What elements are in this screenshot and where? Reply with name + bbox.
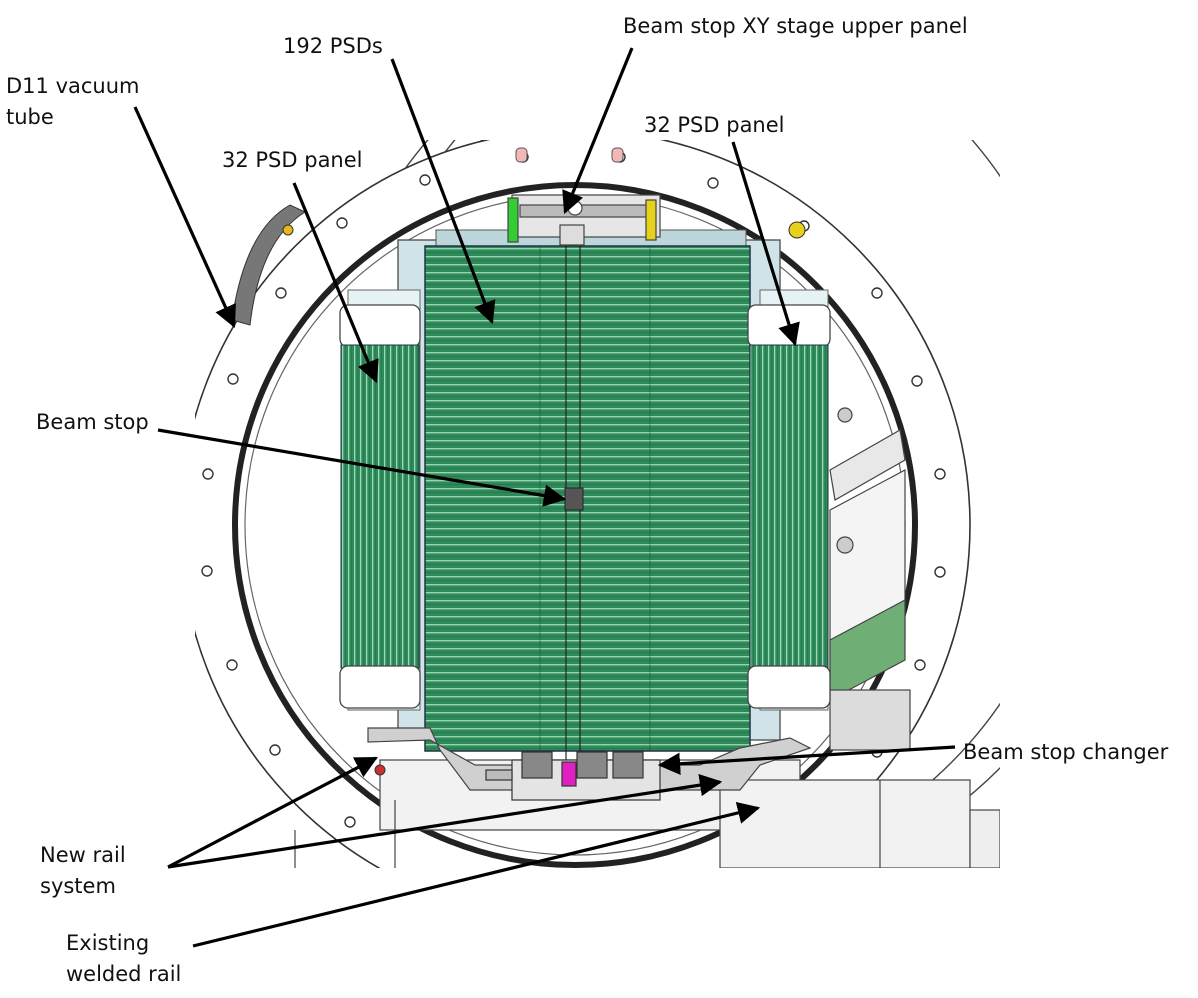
pink-marker xyxy=(611,147,624,163)
arrow-beam-stop xyxy=(157,428,567,507)
arrow-right-panel xyxy=(731,141,800,347)
pink-marker xyxy=(515,147,528,163)
central-psd-array xyxy=(424,245,751,752)
arrow-xy-stage xyxy=(562,47,634,215)
label-beam-stop-changer: Beam stop changer xyxy=(963,740,1169,764)
arrow-new-rail-left xyxy=(167,756,378,869)
left-psd-panel xyxy=(339,289,421,711)
arrow-existing-rail xyxy=(192,801,761,948)
callout-arrows xyxy=(133,47,956,948)
cad-drawing xyxy=(195,140,1000,868)
label-left-psd-panel: 32 PSD panel xyxy=(222,148,363,172)
label-beam-stop-xy: Beam stop XY stage upper panel xyxy=(623,14,968,38)
beam-stop-block xyxy=(564,487,584,511)
label-existing-rail-line1: Existing xyxy=(66,931,150,955)
label-192-psds: 192 PSDs xyxy=(283,34,383,58)
beam-stop-changer xyxy=(485,751,661,801)
label-existing-rail-line2: welded rail xyxy=(66,962,182,986)
label-d11-tube-line2: tube xyxy=(6,105,54,129)
label-right-psd-panel: 32 PSD panel xyxy=(644,113,785,137)
label-new-rail-line2: system xyxy=(40,874,116,898)
arrow-new-rail-right xyxy=(167,773,723,869)
arrow-beam-stop-changer xyxy=(657,745,956,775)
arrow-left-panel xyxy=(292,182,379,384)
arrow-d11-tube xyxy=(133,106,236,329)
label-beam-stop: Beam stop xyxy=(36,410,149,434)
right-psd-panel xyxy=(747,289,831,711)
rail-structure xyxy=(829,407,911,751)
xy-stage xyxy=(507,194,661,246)
label-d11-tube-line1: D11 vacuum xyxy=(6,74,140,98)
arrow-192-psds xyxy=(390,58,496,325)
label-new-rail-line1: New rail xyxy=(40,843,126,867)
